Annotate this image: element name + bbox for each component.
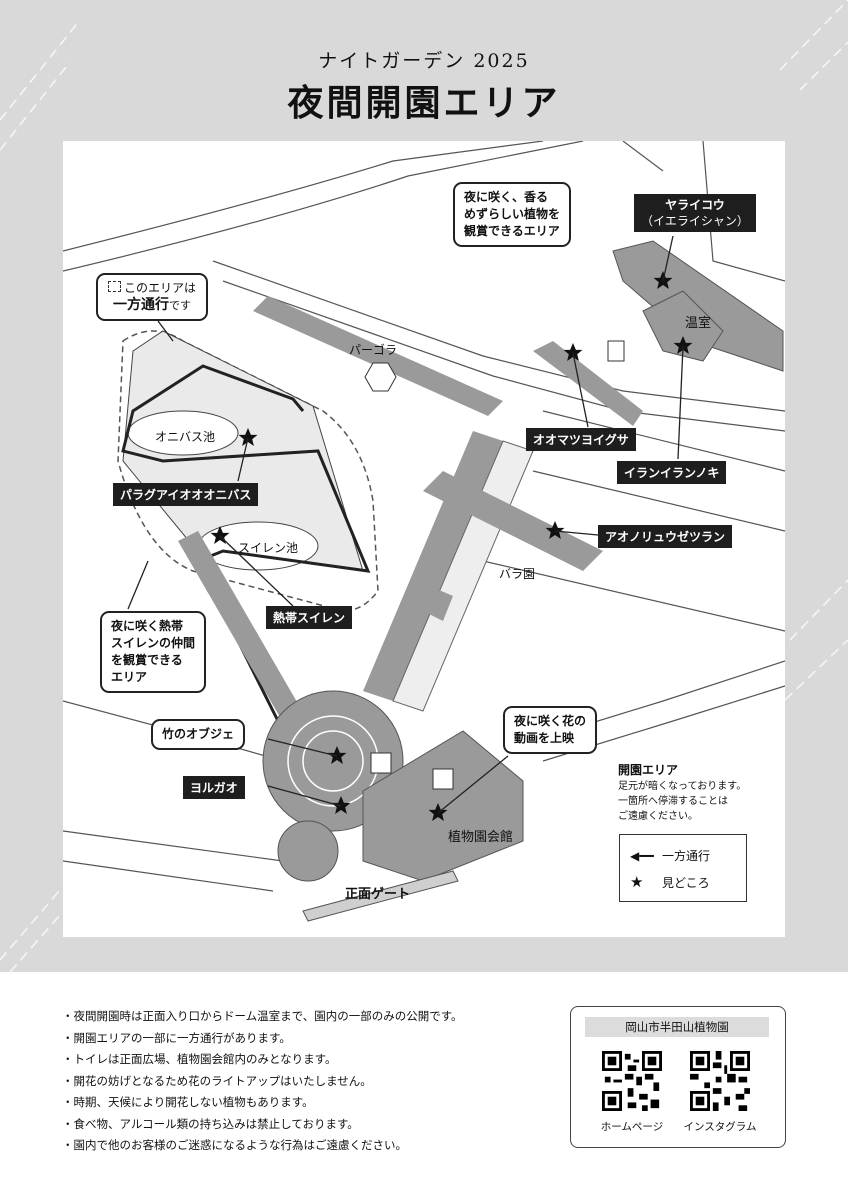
bubble-line: スイレンの仲間 xyxy=(111,636,196,650)
bubble-bamboo: 竹のオブジェ xyxy=(151,719,246,750)
background-decoration xyxy=(0,0,848,972)
bubble-flower-video: 夜に咲く花の 動画を上映 xyxy=(503,706,598,754)
bubble-night-fragrant: 夜に咲く、香る めずらしい植物を 観賞できるエリア xyxy=(453,182,572,247)
one-way-note-line1: このエリアは xyxy=(108,280,196,297)
instagram-label: インスタグラム xyxy=(683,1121,757,1133)
place-pergola: パーゴラ xyxy=(349,343,398,357)
place-rose-garden: バラ園 xyxy=(499,567,536,581)
legend-one-way-label: 一方通行 xyxy=(662,849,711,863)
note-item: 開花の妨げとなるため花のライトアップはいたしません。 xyxy=(62,1071,463,1093)
one-way-note-emphasis: 一方通行 xyxy=(113,297,169,313)
open-area-line: 一箇所へ停滞することは xyxy=(618,796,728,807)
bubble-line: エリア xyxy=(111,670,148,684)
open-area-note: 開園エリア 足元が暗くなっております。 一箇所へ停滞することは ご遠慮ください。 xyxy=(618,763,746,824)
notes-list: 夜間開園時は正面入り口からドーム温室まで、園内の一部のみの公開です。 開園エリア… xyxy=(62,1006,463,1157)
qr-panel-title: 岡山市半田山植物園 xyxy=(585,1017,769,1037)
open-area-title-text: 開園エリア xyxy=(618,763,679,777)
note-item: トイレは正面広場、植物園会館内のみとなります。 xyxy=(62,1049,463,1071)
page-title: 夜間開園エリア xyxy=(287,83,561,124)
note-item: 園内で他のお客様のご迷惑になるような行為はご遠慮ください。 xyxy=(62,1135,463,1157)
dashed-box-icon xyxy=(108,281,121,292)
one-way-note-suffix: です xyxy=(169,299,191,312)
event-subtitle: ナイトガーデン 2025 xyxy=(318,50,530,72)
note-item: 夜間開園時は正面入り口からドーム温室まで、園内の一部のみの公開です。 xyxy=(62,1006,463,1028)
open-area-line: ご遠慮ください。 xyxy=(618,811,698,822)
place-hall: 植物園会館 xyxy=(448,830,514,845)
legend-highlight: ★ 見どころ xyxy=(630,873,710,891)
bubble-line: 動画を上映 xyxy=(514,731,575,745)
label-ylang: イランイランノキ xyxy=(617,461,727,484)
label-yaraikou: ヤライコウ （イエライシャン） xyxy=(634,194,756,232)
bubble-line: を観賞できる xyxy=(111,653,183,667)
open-area-title: 開園エリア xyxy=(618,763,746,779)
garden-map: パーゴラ オニバス池 スイレン池 バラ園 温室 植物園会館 正面ゲート ヤライコ… xyxy=(63,141,785,937)
note-item: 開園エリアの一部に一方通行があります。 xyxy=(62,1028,463,1050)
label-yaraikou-name: ヤライコウ xyxy=(665,198,725,212)
arrow-left-icon: ◀━━ xyxy=(630,849,654,863)
note-item: 時期、天候により開花しない植物もあります。 xyxy=(62,1092,463,1114)
label-paraguai: パラグアイオオオニバス xyxy=(113,483,259,506)
bubble-line: 夜に咲く、香る xyxy=(464,190,549,204)
place-greenhouse: 温室 xyxy=(685,316,712,331)
bubble-line: 夜に咲く熱帯 xyxy=(111,619,184,633)
bubble-line: 観賞できるエリア xyxy=(464,224,560,238)
one-way-note-line2: 一方通行です xyxy=(108,297,196,314)
place-suiren-pond: スイレン池 xyxy=(238,541,299,555)
map-legend: ◀━━ 一方通行 ★ 見どころ xyxy=(619,834,747,902)
open-area-line: 足元が暗くなっております。 xyxy=(618,781,747,792)
legend-one-way: ◀━━ 一方通行 xyxy=(630,847,710,864)
one-way-note-text: このエリアは xyxy=(124,281,197,295)
label-omatsuyoigusa: オオマツヨイグサ xyxy=(526,428,636,451)
footer: 夜間開園時は正面入り口からドーム温室まで、園内の一部のみの公開です。 開園エリア… xyxy=(0,972,848,1200)
bubble-tropical-lily: 夜に咲く熱帯 スイレンの仲間 を観賞できる エリア xyxy=(100,611,207,693)
label-aonoryu: アオノリュウゼツラン xyxy=(598,525,733,548)
star-icon: ★ xyxy=(630,873,644,891)
label-yaraikou-sub: （イエライシャン） xyxy=(641,214,749,228)
qr-panel: 岡山市半田山植物園 xyxy=(570,1006,786,1148)
legend-highlight-label: 見どころ xyxy=(662,876,710,890)
instagram-qr-code[interactable] xyxy=(690,1051,750,1111)
label-yorugao: ヨルガオ xyxy=(183,776,245,799)
bubble-line: めずらしい植物を xyxy=(464,207,561,221)
homepage-label: ホームページ xyxy=(600,1121,664,1133)
homepage-qr-code[interactable] xyxy=(602,1051,662,1111)
label-nettai: 熱帯スイレン xyxy=(266,606,353,629)
place-onibasu-pond: オニバス池 xyxy=(155,430,216,444)
place-front-gate: 正面ゲート xyxy=(345,887,411,902)
bubble-one-way-note: このエリアは 一方通行です xyxy=(96,273,209,321)
note-item: 食べ物、アルコール類の持ち込みは禁止しております。 xyxy=(62,1114,463,1136)
bubble-line: 夜に咲く花の xyxy=(514,714,587,728)
